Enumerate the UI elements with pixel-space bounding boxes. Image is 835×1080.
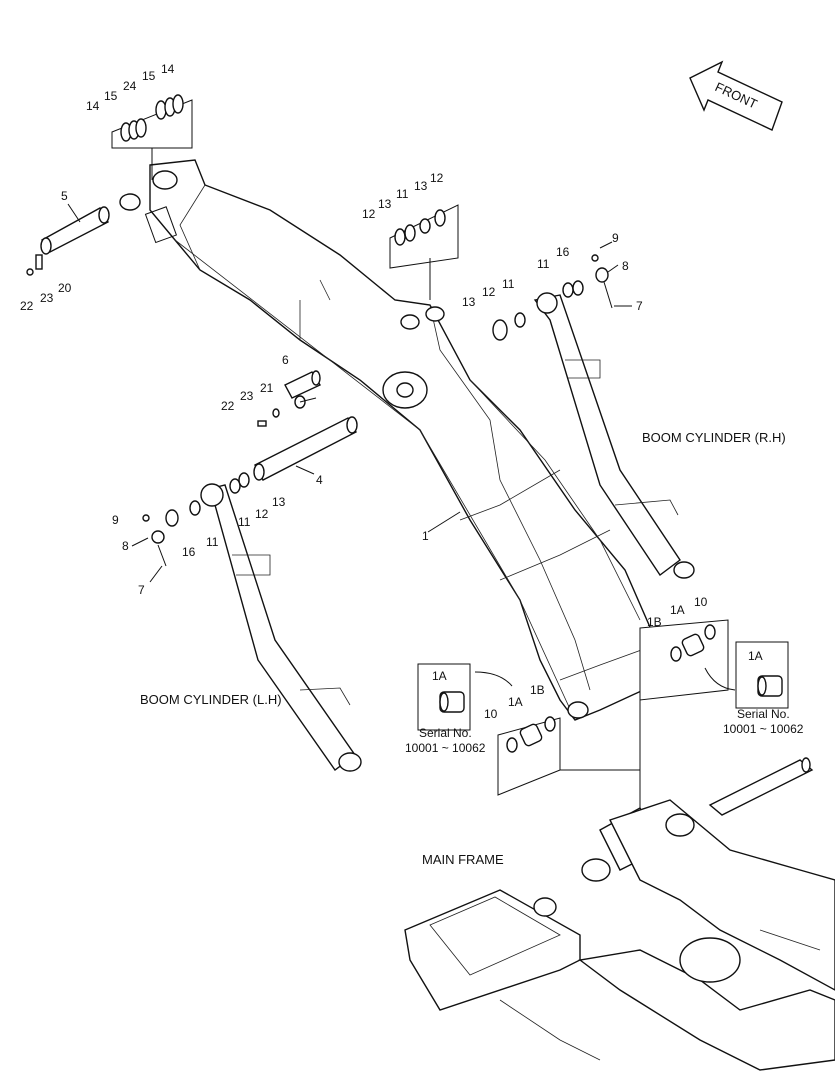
- callout-11e: 11: [238, 515, 251, 529]
- pin-5: [26, 206, 110, 276]
- callout-11b: 11: [502, 277, 515, 291]
- callout-11d: 11: [206, 535, 219, 549]
- boom-cylinder-lh: [142, 472, 362, 772]
- callout-12c: 12: [482, 285, 496, 299]
- front-arrow-icon: FRONT: [689, 60, 783, 131]
- callout-1a-right: 1A: [670, 603, 685, 617]
- callout-7a: 7: [636, 299, 643, 313]
- detail-left-label: 1A: [432, 669, 447, 683]
- serial-left-line1: Serial No.: [419, 726, 472, 740]
- callout-13a: 13: [378, 197, 392, 211]
- callout-1b-right: 1B: [647, 615, 662, 629]
- callout-9b: 9: [112, 513, 119, 527]
- callout-4: 4: [316, 473, 323, 487]
- callout-15a: 15: [104, 89, 118, 103]
- callout-13b: 13: [414, 179, 428, 193]
- callout-12b: 12: [430, 171, 444, 185]
- callout-16b: 16: [182, 545, 196, 559]
- callout-14a: 14: [86, 99, 100, 113]
- callout-13d: 13: [272, 495, 286, 509]
- callout-16a: 16: [556, 245, 570, 259]
- callout-13c: 13: [462, 295, 476, 309]
- serial-right-line2: 10001 ~ 10062: [723, 722, 804, 736]
- callout-21: 21: [260, 381, 274, 395]
- callout-15b: 15: [142, 69, 156, 83]
- callout-1: 1: [422, 529, 429, 543]
- serial-right-line1: Serial No.: [737, 707, 790, 721]
- leader-lines: [67, 203, 632, 583]
- detail-box-left: [417, 663, 513, 731]
- callout-1a-left: 1A: [508, 695, 523, 709]
- bushing-group-left: [497, 700, 641, 820]
- main-frame-label: MAIN FRAME: [422, 852, 504, 867]
- pin-4: [253, 416, 358, 481]
- boom-cylinder-lh-label: BOOM CYLINDER (L.H): [140, 692, 282, 707]
- callout-23b: 23: [240, 389, 254, 403]
- callout-23a: 23: [40, 291, 54, 305]
- callout-24: 24: [123, 79, 137, 93]
- callout-20: 20: [58, 281, 72, 295]
- callout-10-right: 10: [694, 595, 708, 609]
- callout-11c: 11: [537, 257, 550, 271]
- callout-10-left: 10: [484, 707, 498, 721]
- detail-box-right: [704, 641, 789, 709]
- boom-body: [119, 159, 666, 721]
- callout-12a: 12: [362, 207, 376, 221]
- boom-cylinder-rh: [533, 254, 695, 579]
- pin-6: [257, 370, 322, 427]
- callout-14b: 14: [161, 62, 175, 76]
- callout-6: 6: [282, 353, 289, 367]
- callout-22a: 22: [20, 299, 34, 313]
- callout-8a: 8: [622, 259, 629, 273]
- callout-8b: 8: [122, 539, 129, 553]
- boom-cylinder-rh-label: BOOM CYLINDER (R.H): [642, 430, 786, 445]
- washer-group-upper: [389, 204, 526, 341]
- callout-22b: 22: [221, 399, 235, 413]
- callout-1b-left: 1B: [530, 683, 545, 697]
- main-frame: [404, 757, 835, 1071]
- serial-left-line2: 10001 ~ 10062: [405, 741, 486, 755]
- bushing-group-right: [639, 619, 729, 701]
- callout-11a: 11: [396, 187, 409, 201]
- callout-5: 5: [61, 189, 68, 203]
- washer-group-top: [111, 94, 193, 180]
- callout-12d: 12: [255, 507, 269, 521]
- callout-7b: 7: [138, 583, 145, 597]
- callout-9a: 9: [612, 231, 619, 245]
- detail-right-label: 1A: [748, 649, 763, 663]
- callouts: 14 15 24 15 14 5 22 23 20 12 13 11 13 12…: [20, 62, 708, 721]
